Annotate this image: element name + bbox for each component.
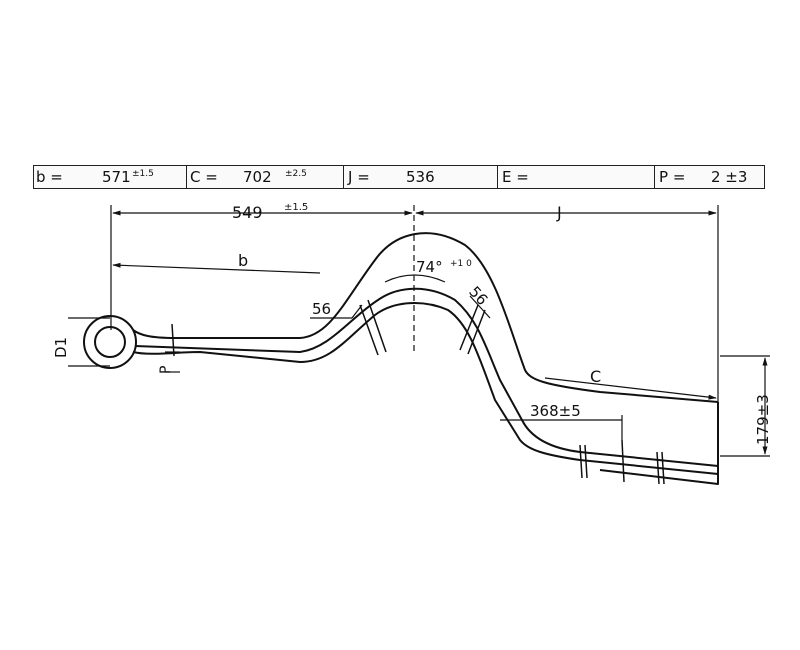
dim-c: C xyxy=(590,367,601,386)
spec-cell-j: J = 536 xyxy=(344,166,498,188)
dim-549: 549 xyxy=(232,203,263,222)
spec-b-value: 571 xyxy=(102,168,131,186)
spec-c-label: C = xyxy=(190,168,218,186)
spec-cell-p: P = 2 ±3 xyxy=(655,166,764,188)
clamp-pads xyxy=(171,299,665,485)
spec-cell-e: E = xyxy=(498,166,655,188)
spec-table: b = 571 ±1.5 C = 702 ±2.5 J = 536 E = P … xyxy=(33,165,765,189)
spec-c-value: 702 xyxy=(243,168,272,186)
spec-cell-b: b = 571 ±1.5 xyxy=(34,166,187,188)
dimension-texts: 549 ±1.5 J b 74° +1 0 56 56 C 368±5 179±… xyxy=(52,202,772,445)
spec-j-value: 536 xyxy=(406,168,435,186)
spring-eye xyxy=(83,315,137,369)
dim-179: 179±3 xyxy=(754,394,772,445)
dim-angle: 74° xyxy=(416,258,443,276)
dim-j: J xyxy=(556,203,562,222)
spec-b-tol: ±1.5 xyxy=(132,169,154,179)
spec-c-tol: ±2.5 xyxy=(285,169,307,179)
spec-cell-c: C = 702 ±2.5 xyxy=(187,166,344,188)
dim-d1: D1 xyxy=(52,337,70,358)
spec-j-label: J = xyxy=(348,168,370,186)
dim-b: b xyxy=(238,251,248,270)
spec-p-value: 2 ±3 xyxy=(711,168,748,186)
dimension-lines xyxy=(68,205,770,457)
spec-e-label: E = xyxy=(502,168,529,186)
dim-p: P xyxy=(158,366,174,374)
dim-angle-tol: +1 0 xyxy=(450,259,472,269)
dim-549-tol: ±1.5 xyxy=(284,202,308,213)
dim-56-left: 56 xyxy=(312,300,331,318)
spec-b-label: b = xyxy=(36,168,63,186)
dim-368: 368±5 xyxy=(530,402,581,420)
dim-56-right: 56 xyxy=(465,283,491,309)
spec-p-label: P = xyxy=(659,168,686,186)
leaf-spring-body xyxy=(132,232,719,485)
